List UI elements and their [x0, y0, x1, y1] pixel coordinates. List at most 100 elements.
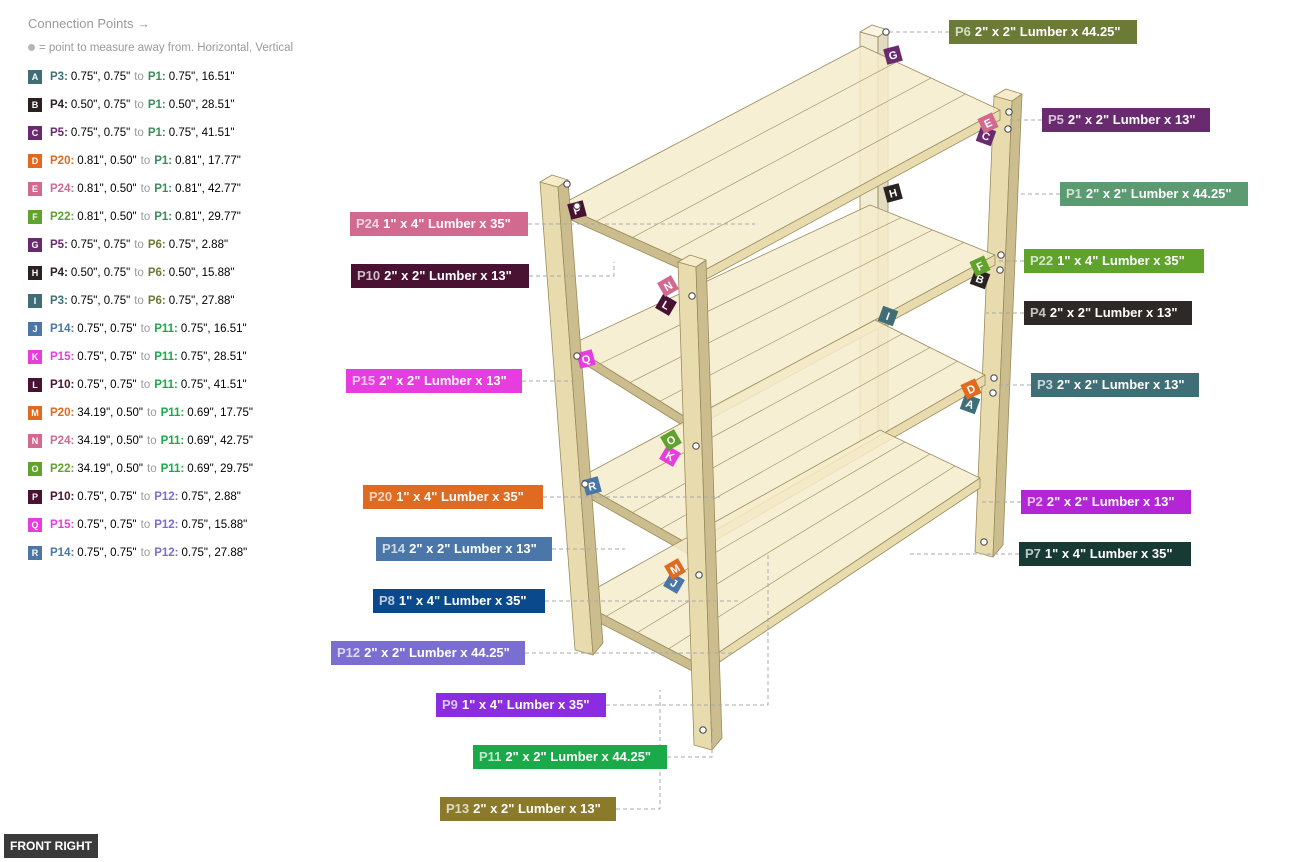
legend-to-value: 0.81", 42.77" — [175, 183, 241, 195]
legend-from-part: P5: — [50, 127, 68, 139]
view-label[interactable]: FRONT RIGHT — [4, 834, 98, 858]
connection-marker-n[interactable]: N — [657, 275, 679, 297]
shelf-top-slat-line — [632, 77, 932, 238]
legend-separator: to — [147, 463, 157, 475]
legend-from-part: P22: — [50, 463, 75, 475]
shelf-upper-slat-line — [599, 217, 902, 365]
connection-marker-q[interactable]: Q — [576, 349, 596, 369]
legend-to-value: 0.69", 42.75" — [187, 435, 253, 447]
legend-to-value: 0.50", 28.51" — [168, 99, 235, 111]
connection-marker-f[interactable]: F — [969, 255, 991, 277]
marker-letter: I — [884, 311, 891, 323]
legend-separator: to — [134, 239, 144, 251]
connection-marker-p[interactable]: P — [567, 200, 587, 220]
part-id: P5 — [1048, 112, 1064, 127]
part-id: P22 — [1030, 253, 1054, 268]
marker-letter: B — [974, 273, 986, 287]
connection-marker-e[interactable]: E — [977, 112, 999, 134]
connection-marker-o[interactable]: O — [660, 429, 682, 451]
measure-point-dot — [695, 571, 703, 579]
connection-marker-c[interactable]: C — [975, 125, 997, 147]
part-description: 1" x 4" Lumber x 35" — [396, 489, 524, 504]
marker-letter: R — [587, 480, 598, 494]
legend-badge: M — [28, 406, 42, 420]
marker-badge — [659, 445, 681, 467]
legend-from-value: 0.75", 0.75" — [77, 519, 137, 531]
part-description: 1" x 4" Lumber x 35" — [383, 216, 511, 231]
connection-marker-m[interactable]: M — [664, 558, 686, 580]
legend-badge: C — [28, 126, 42, 140]
legend-separator: to — [140, 323, 151, 335]
legend-to-part: P6: — [147, 267, 166, 279]
part-description: 1" x 4" Lumber x 35" — [1044, 546, 1173, 561]
legend-to-part: P1: — [154, 183, 173, 195]
measure-point-dot — [573, 352, 581, 360]
legend-separator: to — [140, 155, 151, 167]
connection-marker-g[interactable]: G — [883, 45, 903, 65]
part-description: 2" x 2" Lumber x 13" — [409, 541, 537, 556]
connection-marker-h[interactable]: H — [883, 183, 903, 203]
part-id: P2 — [1027, 494, 1043, 509]
shelf-middle-slat-line — [603, 333, 903, 497]
connection-marker-i[interactable]: I — [877, 305, 899, 327]
legend-from-value: 0.75", 0.75" — [70, 127, 131, 139]
marker-letter: F — [975, 260, 986, 274]
connection-legend: Connection Points → = point to measure a… — [28, 16, 328, 567]
legend-from-part: P10: — [50, 491, 75, 503]
legend-from-part: P24: — [50, 183, 75, 195]
marker-badge — [567, 200, 587, 220]
measure-point-dot — [980, 538, 988, 546]
legend-from-value: 0.81", 0.50" — [77, 155, 137, 167]
marker-letter: G — [888, 49, 899, 63]
post-p12-top — [539, 174, 569, 188]
legend-separator: to — [147, 435, 157, 447]
shelf-middle-slat-line — [632, 347, 931, 513]
legend-from-part: P3: — [50, 295, 68, 307]
part-id: P6 — [955, 24, 971, 39]
connection-marker-l[interactable]: L — [655, 294, 677, 316]
connection-marker-j[interactable]: J — [663, 572, 685, 594]
legend-from-value: 0.75", 0.75" — [70, 71, 131, 83]
connection-marker-a[interactable]: A — [959, 393, 981, 415]
part-description: 2" x 2" Lumber x 44.25" — [364, 645, 510, 660]
legend-from-value: 0.75", 0.75" — [77, 323, 137, 335]
legend-to-value: 0.75", 27.88" — [168, 295, 235, 307]
measure-point-dot — [699, 726, 707, 734]
connection-marker-k[interactable]: K — [659, 445, 681, 467]
legend-to-part: P6: — [147, 239, 166, 251]
leader-line-p11 — [667, 725, 713, 758]
legend-to-part: P1: — [154, 211, 173, 223]
marker-letter: J — [668, 577, 679, 590]
connection-marker-d[interactable]: D — [960, 378, 982, 400]
legend-separator: to — [140, 211, 151, 223]
legend-badge: L — [28, 378, 42, 392]
legend-from-part: P20: — [50, 407, 75, 419]
post-p1-top — [993, 88, 1023, 102]
legend-to-value: 0.75", 16.51" — [180, 323, 247, 335]
legend-to-part: P1: — [154, 155, 173, 167]
marker-badge — [664, 558, 686, 580]
legend-from-part: P14: — [50, 547, 75, 559]
